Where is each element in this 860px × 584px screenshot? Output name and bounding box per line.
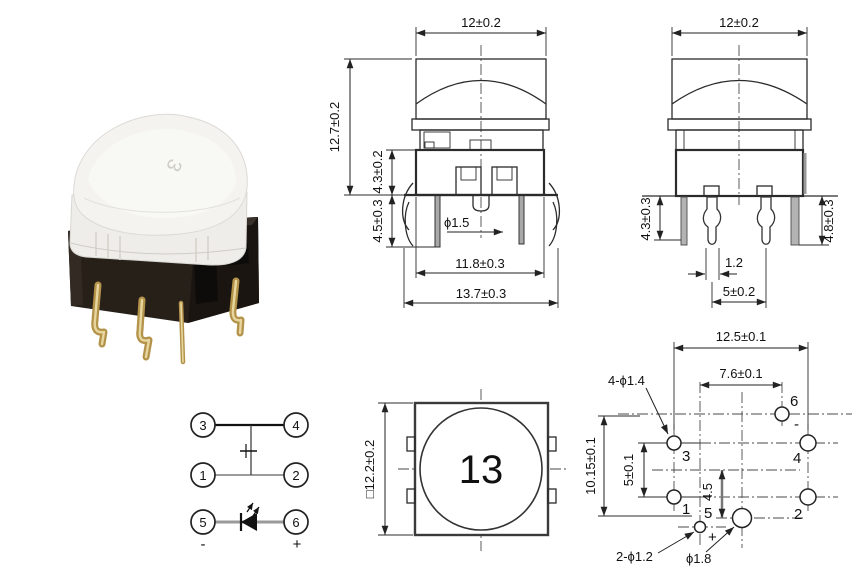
pcb-plus: + (708, 529, 717, 546)
schematic-plus: + (293, 536, 302, 553)
pcb-dim-center-offset: 4.5 (700, 483, 715, 501)
pcb-dim-col-pitch: 12.5±0.1 (716, 329, 767, 344)
schematic-pin-6: 6 (292, 515, 299, 530)
front-dim-cap-width: 12±0.2 (461, 15, 501, 30)
schematic-pin-1: 1 (199, 468, 206, 483)
top-view-cap-dia: 13 (459, 448, 504, 492)
pcb-callout-center-hole: ϕ1.8 (686, 551, 711, 566)
front-dim-base-height: 4.3±0.2 (370, 150, 385, 193)
cap-circle (419, 407, 543, 531)
side-dim-pin-left: 4.3±0.3 (638, 197, 653, 240)
pcb-minus: - (794, 416, 799, 433)
hole-pin2 (799, 488, 817, 506)
front-view: 12±0.2 12.7±0.2 4.3±0.2 4.5±0.3 ϕ1.5 11.… (327, 15, 560, 308)
side-view: 12±0.2 4.3±0.3 4.8±0.3 1.2 5±0.2 (638, 15, 838, 308)
schematic-pin-5: 5 (199, 515, 206, 530)
gold-pins (91, 277, 245, 365)
mounting-holes (666, 406, 817, 534)
pcb-pin-6: 6 (790, 393, 798, 410)
pcb-pin-5: 5 (704, 505, 712, 522)
pcb-callout-switch-holes: 4-ϕ1.4 (608, 373, 645, 388)
pcb-pin-3: 3 (682, 448, 690, 465)
pcb-dim-led-pitch: 7.6±0.1 (719, 366, 762, 381)
side-dim-pin-right: 4.8±0.3 (821, 199, 836, 242)
hole-pin1 (666, 489, 682, 505)
side-base (674, 148, 805, 198)
pin-circles (190, 412, 309, 535)
front-dim-center-pin: ϕ1.5 (444, 215, 469, 230)
front-dim-body-width: 11.8±0.3 (455, 256, 505, 271)
front-dim-pin-length: 4.5±0.3 (370, 199, 385, 242)
pcb-layout: 12.5±0.1 7.6±0.1 10.15±0.1 5±0.1 4.5 4-ϕ… (583, 329, 852, 566)
pcb-callout-led-holes: 2-ϕ1.2 (616, 549, 653, 564)
side-cap (671, 58, 808, 120)
side-led-pin (756, 196, 776, 245)
cap-outline-square (413, 401, 550, 537)
hole-pin5 (693, 520, 707, 534)
pcb-pin-2: 2 (794, 506, 802, 523)
hole-pin6 (774, 406, 790, 422)
schematic-minus: - (201, 536, 206, 553)
center-locating-pin (472, 195, 490, 212)
pcb-pin-1: 1 (682, 501, 690, 518)
side-dim-pin-pitch: 5±0.2 (723, 284, 755, 299)
schematic-pin-3: 3 (199, 418, 206, 433)
front-dim-overall-width: 13.7±0.3 (456, 286, 507, 301)
switch-symbol (240, 425, 257, 475)
switch-cap: 3 (69, 113, 248, 266)
hole-center (731, 507, 753, 529)
front-dim-total-height: 12.7±0.2 (327, 102, 342, 153)
circuit-schematic: 3 4 1 2 5 6 - + (190, 412, 309, 553)
pcb-dim-row-pitch: 5±0.1 (621, 454, 636, 486)
side-dim-cap-width: 12±0.2 (719, 15, 759, 30)
side-led-pin (702, 196, 722, 245)
schematic-pin-4: 4 (292, 418, 299, 433)
pcb-pin-4: 4 (793, 450, 801, 467)
hole-pin3 (666, 435, 682, 451)
led-symbol (239, 502, 260, 531)
top-view-dim-square: □12.2±0.2 (362, 440, 377, 498)
pcb-dim-row-span: 10.15±0.1 (583, 437, 598, 495)
schematic-pin-2: 2 (292, 468, 299, 483)
side-dim-pin-width: 1.2 (725, 255, 743, 270)
top-view: 13 □12.2±0.2 (362, 389, 566, 551)
hole-pin4 (799, 434, 817, 452)
front-base (414, 148, 546, 197)
product-photo: 3 (68, 113, 259, 365)
